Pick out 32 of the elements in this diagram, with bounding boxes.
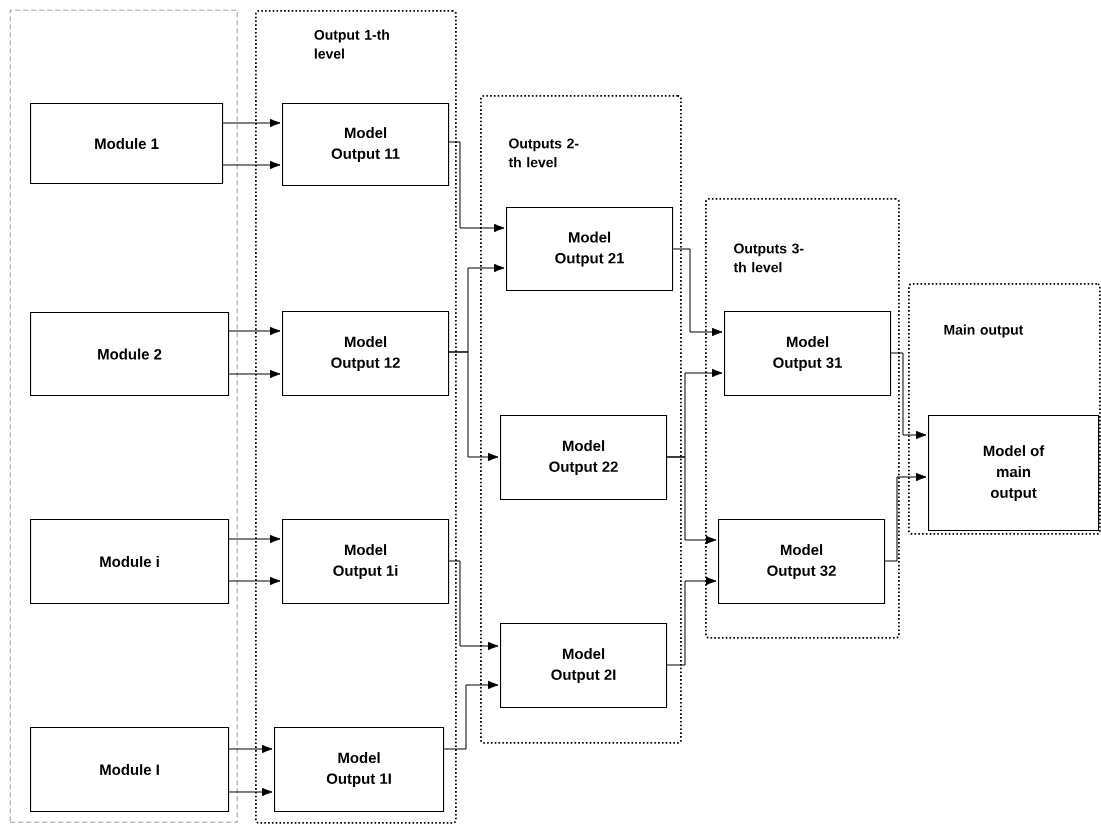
process-box: Model Output 2I [500, 623, 668, 709]
process-box: Module i [30, 519, 230, 605]
arrow [666, 456, 717, 545]
arrow [448, 351, 499, 462]
arrow [890, 352, 927, 440]
arrow [666, 576, 717, 666]
process-box: Module 2 [30, 312, 230, 397]
arrow [448, 560, 499, 651]
arrow [672, 248, 723, 337]
process-box: Model Output 12 [282, 311, 450, 397]
process-box: Model Output 21 [506, 207, 674, 292]
process-box: Module I [30, 727, 230, 813]
process-box: Model Output 32 [718, 519, 886, 605]
arrow [222, 160, 281, 170]
arrow [222, 118, 281, 128]
arrow [228, 369, 281, 379]
arrow [884, 472, 927, 562]
process-box: Model Output 1I [274, 727, 445, 813]
group-frame [10, 10, 238, 823]
arrow [228, 787, 273, 797]
process-box: Model of main output [928, 415, 1100, 532]
arrow [443, 680, 499, 750]
process-box: Model Output 22 [500, 415, 668, 501]
process-box: Model Output 11 [282, 103, 450, 187]
process-box: Model Output 1i [282, 519, 450, 605]
arrow [228, 326, 281, 336]
arrow [228, 534, 281, 544]
arrow [228, 744, 273, 754]
arrow [448, 141, 505, 233]
process-box: Module 1 [30, 103, 224, 185]
process-box: Model Output 31 [724, 311, 892, 397]
arrow [228, 576, 281, 586]
